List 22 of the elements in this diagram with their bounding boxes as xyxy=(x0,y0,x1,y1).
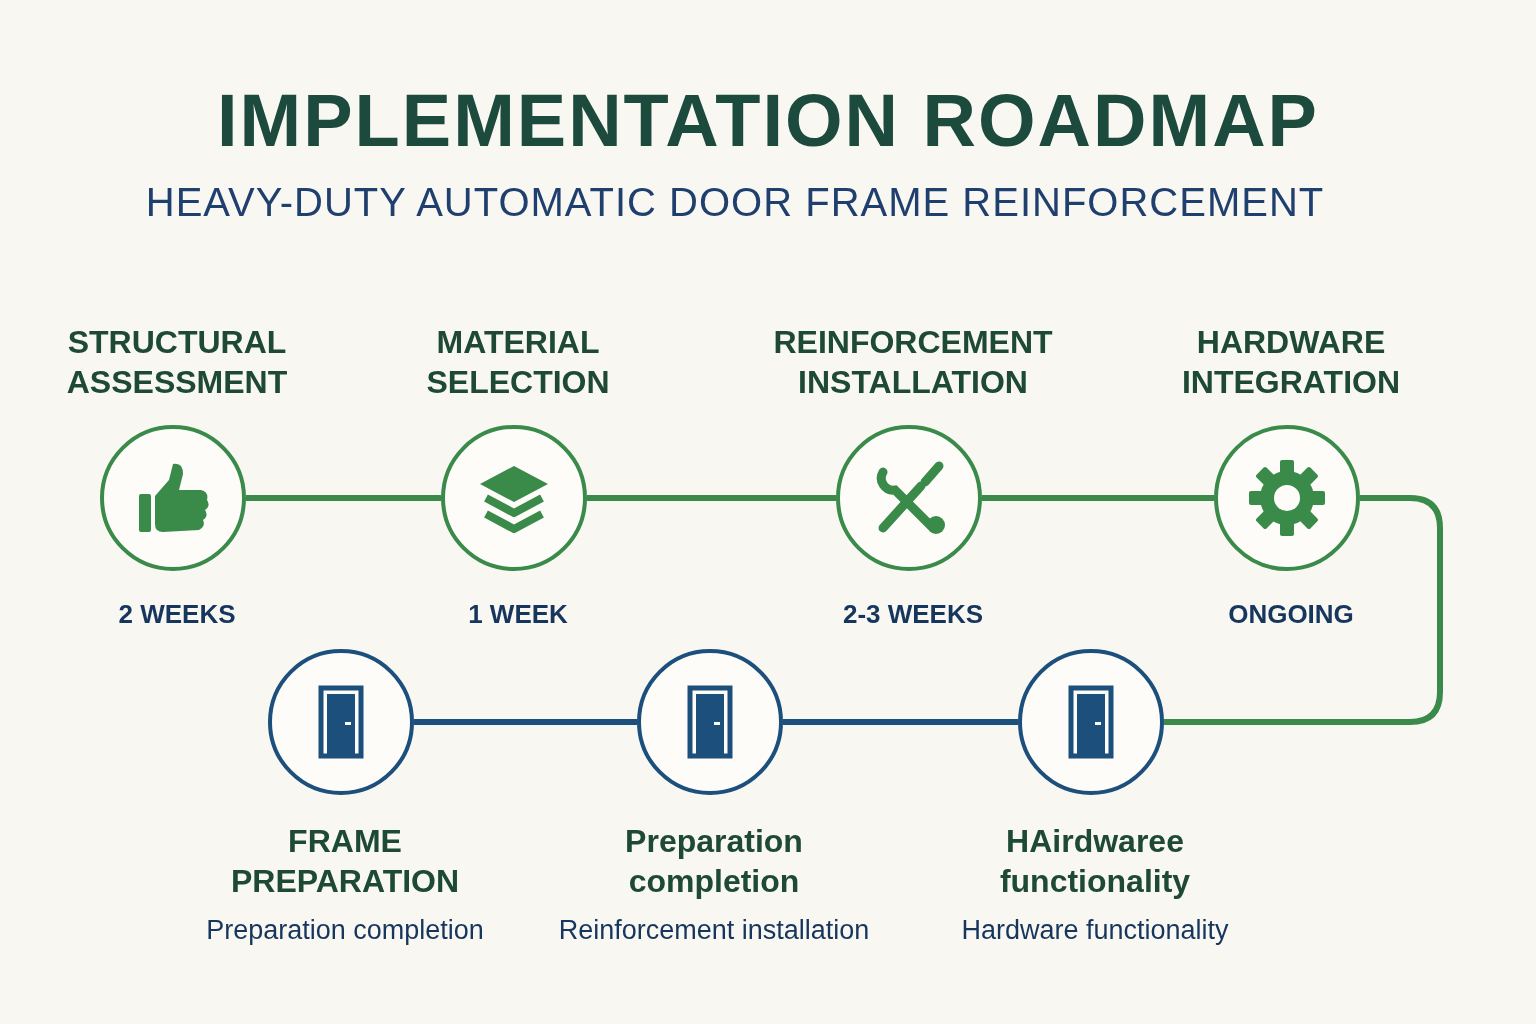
step-description: Hardware functionality xyxy=(960,915,1230,946)
connector-line xyxy=(982,495,1214,501)
step-heading: REINFORCEMENT INSTALLATION xyxy=(773,323,1053,402)
step-heading: HARDWARE INTEGRATION xyxy=(1180,323,1402,402)
connector-line xyxy=(783,719,1018,725)
step-description: Preparation completion xyxy=(205,915,485,946)
step-heading: FRAME PREPARATION xyxy=(229,822,461,901)
duration-label: 1 WEEK xyxy=(467,599,569,630)
subtitle: HEAVY-DUTY AUTOMATIC DOOR FRAME REINFORCEMENT xyxy=(144,180,1326,225)
step-heading: STRUCTURAL ASSESSMENT xyxy=(65,323,289,402)
duration-label: ONGOING xyxy=(1227,599,1355,630)
connector-line xyxy=(1164,495,1443,725)
step-description: Reinforcement installation xyxy=(557,915,871,946)
step-heading: MATERIAL SELECTION xyxy=(425,323,611,402)
title: IMPLEMENTATION ROADMAP xyxy=(216,78,1320,163)
connector-line xyxy=(587,495,836,501)
step-heading: HAirdwaree functionality xyxy=(998,822,1192,901)
connector-line xyxy=(414,719,637,725)
step-heading: Preparation completion xyxy=(624,822,804,901)
connector-line xyxy=(246,495,441,501)
duration-label: 2 WEEKS xyxy=(117,599,237,630)
duration-label: 2-3 WEEKS xyxy=(841,599,985,630)
